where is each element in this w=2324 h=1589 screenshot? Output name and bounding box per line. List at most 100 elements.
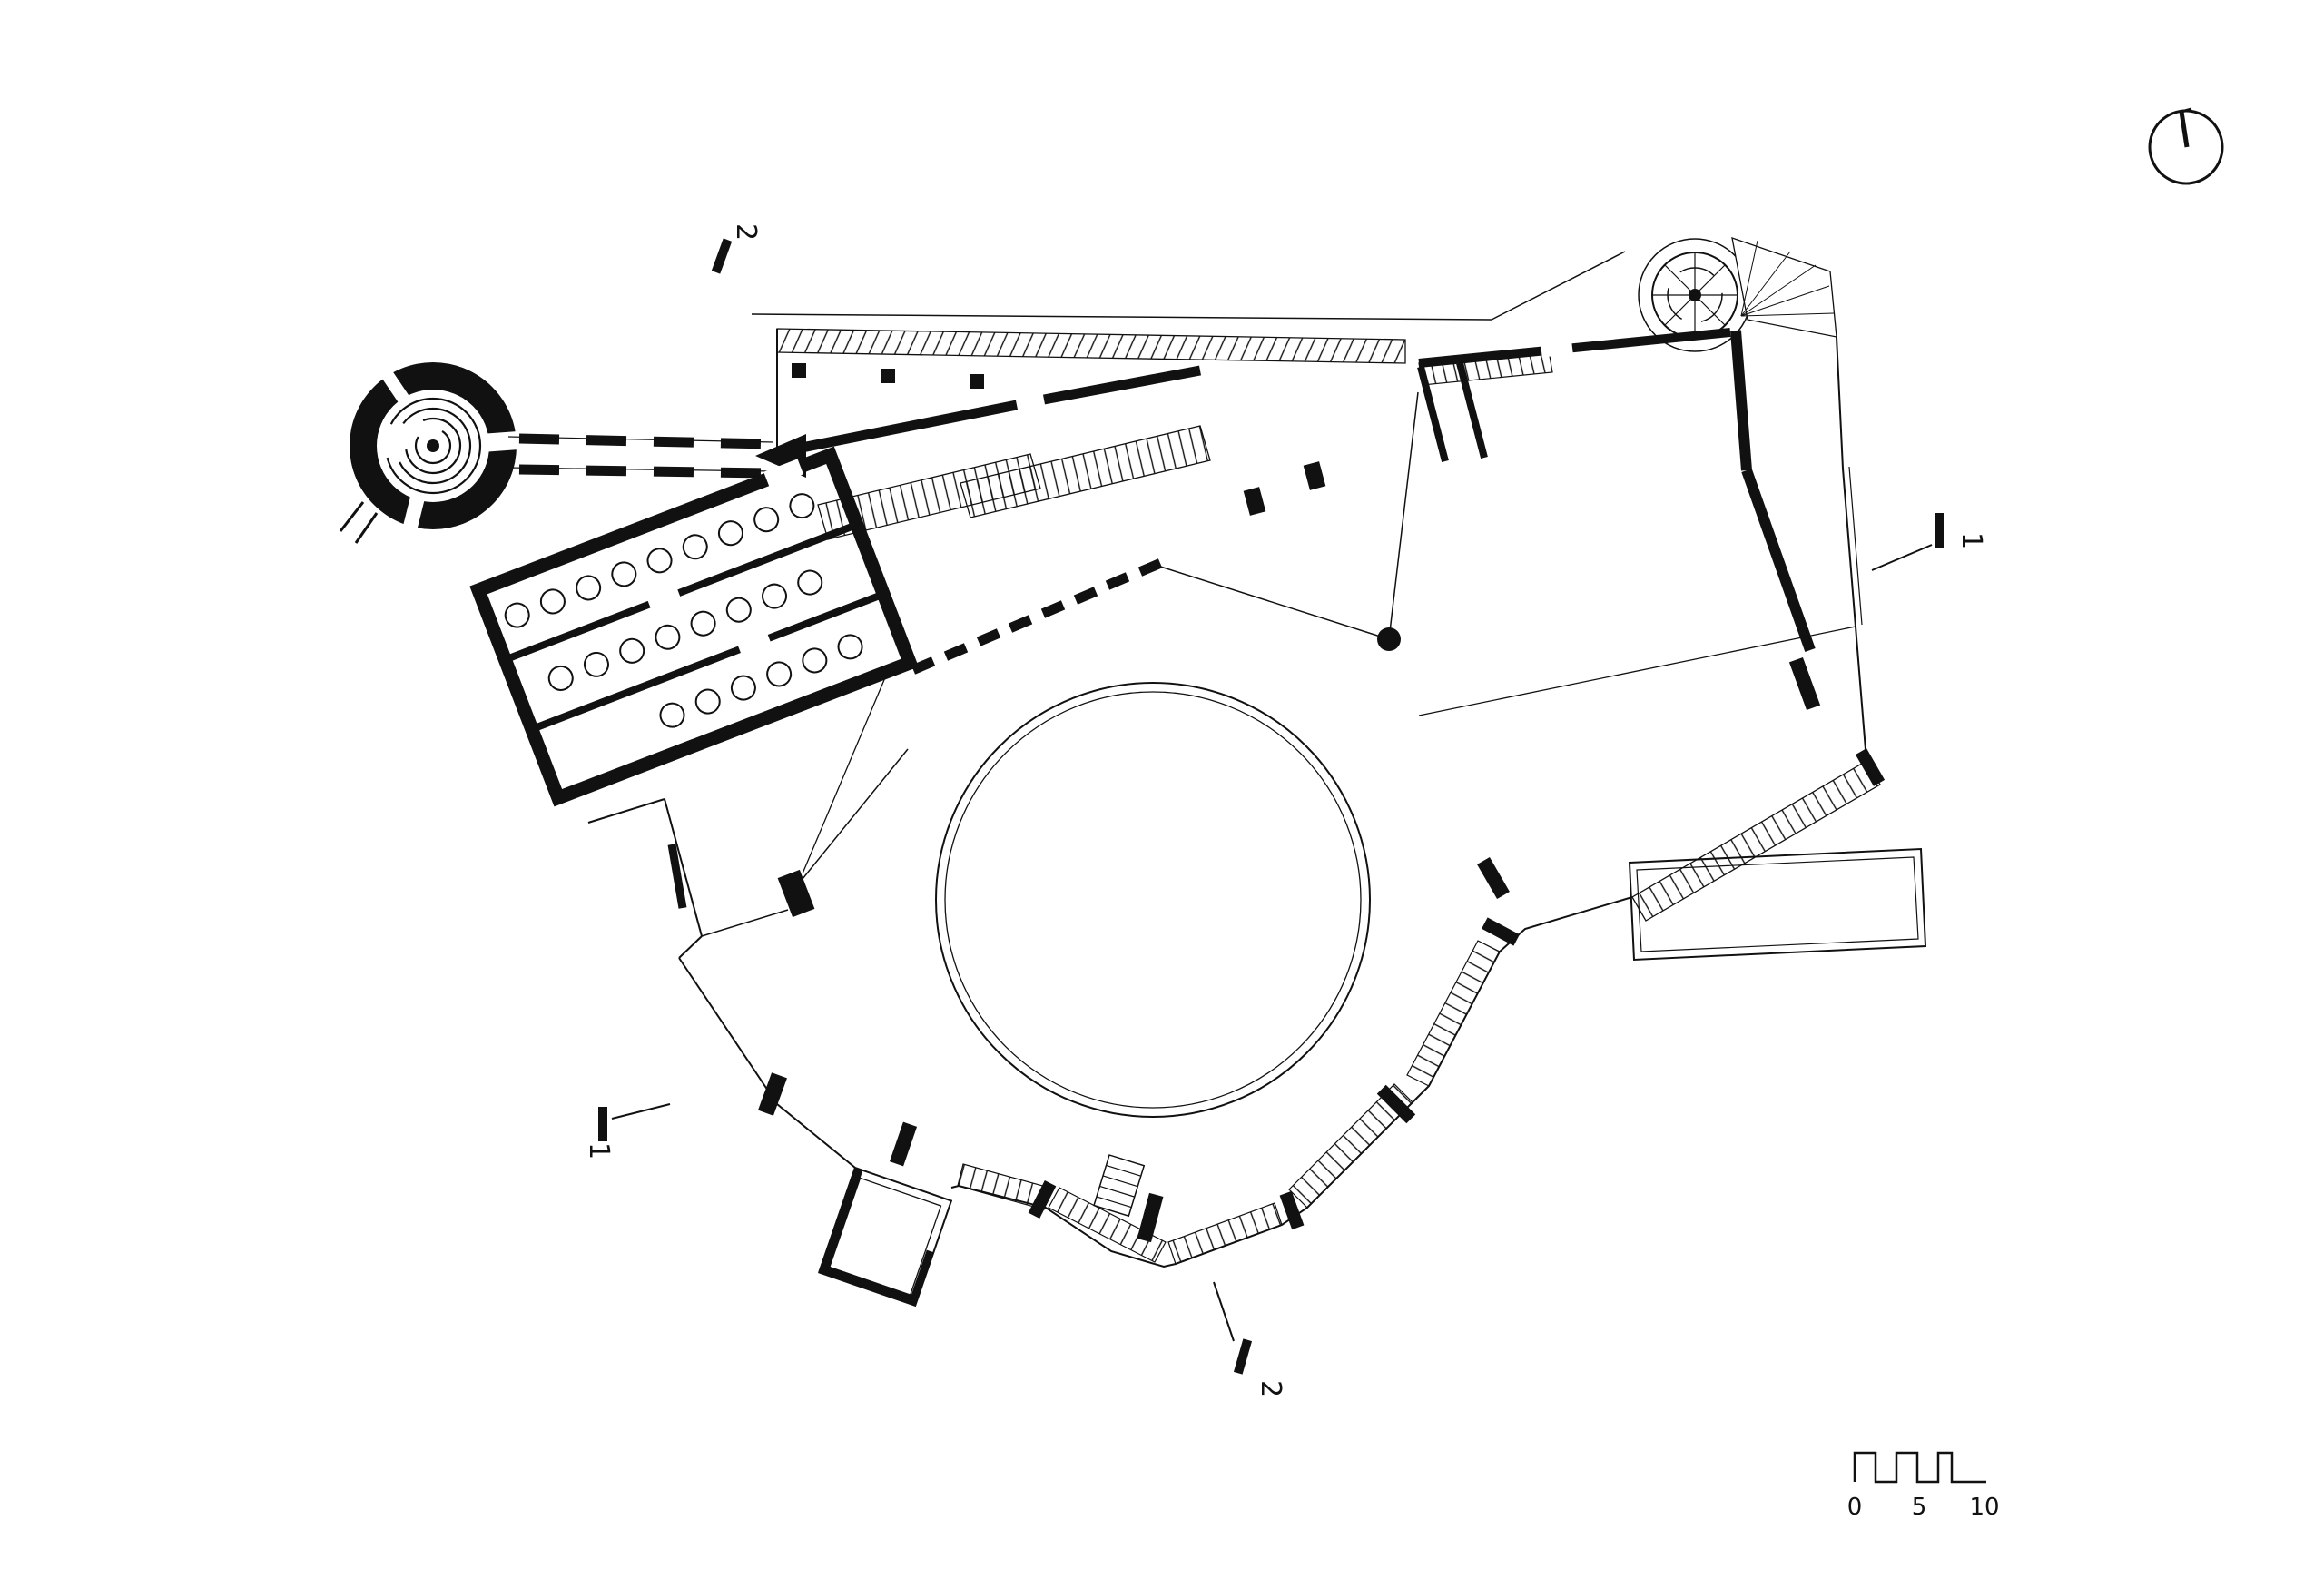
column (837, 634, 863, 660)
link-corridor (507, 433, 806, 479)
north-ramp (751, 313, 1553, 454)
west-boundary (678, 935, 703, 959)
drum-ring-wall (350, 362, 517, 529)
stair-tread-line (1740, 251, 1791, 317)
corridor-wall-dashed (518, 464, 771, 479)
column (611, 561, 637, 587)
column (659, 702, 685, 728)
entry-drum (339, 360, 532, 544)
section-marker-top: 2 (711, 223, 762, 274)
wall-pier (1028, 1180, 1057, 1219)
scale-label-0: 0 (1847, 1494, 1863, 1521)
column (970, 374, 984, 389)
facade-line-inner (1848, 466, 1863, 626)
hall-column-row-3 (659, 634, 863, 728)
scale-label-10: 10 (1969, 1494, 1999, 1521)
stair-flight-band (1631, 760, 1881, 922)
spiral-stair (1651, 252, 1738, 339)
interior-boundary (701, 909, 789, 937)
column (619, 637, 645, 664)
section-label: 1 (583, 1142, 615, 1160)
facade-line (1836, 336, 1844, 469)
wall-pier (1477, 856, 1510, 900)
hall-door-gap (763, 459, 803, 488)
wall-pier (1303, 461, 1326, 490)
north-needle-tick (2181, 107, 2192, 114)
section-label: 1 (1955, 532, 1987, 549)
annex-thick-wall (819, 1263, 919, 1306)
column (682, 534, 708, 560)
terrace-inner (1636, 856, 1919, 952)
central-court (935, 682, 1371, 1118)
east-diagonal-wall (1741, 469, 1816, 652)
vestibule-wall (1456, 361, 1488, 459)
east-wall (1730, 330, 1752, 471)
column (576, 575, 602, 601)
west-boundary (776, 1103, 856, 1169)
west-boundary (678, 957, 778, 1105)
column (690, 610, 716, 637)
spiral-inner-arc (1667, 267, 1723, 323)
hall-column-row-2 (547, 569, 823, 691)
step-pier (1137, 558, 1163, 577)
fan-stair (1731, 237, 1837, 338)
column (881, 369, 895, 383)
column (694, 688, 721, 715)
step-pier (976, 628, 1001, 646)
southeast-terrace (1477, 748, 1927, 962)
wall-pier (1137, 1192, 1164, 1243)
wall-pier (1855, 748, 1886, 786)
wall-pier (777, 869, 815, 918)
column (547, 665, 574, 691)
south-edge (950, 896, 1633, 1268)
wall-pier (758, 1072, 787, 1116)
annex-thick-wall (818, 1167, 863, 1276)
roof-overhang-line (1491, 251, 1626, 321)
section-cut-bar (598, 1107, 607, 1141)
stair-tread-line (1664, 264, 1696, 296)
stair-tread-line (1740, 264, 1817, 317)
small-stair (1093, 1154, 1146, 1218)
left-wing-hall (469, 446, 919, 807)
ramp-band (1167, 1202, 1283, 1265)
wall-pier (1243, 487, 1266, 516)
court-outer-circle (935, 682, 1371, 1118)
ramp-tread-band (776, 328, 1406, 364)
wall-pier (1376, 1084, 1416, 1124)
drum-opening-south (399, 496, 425, 543)
main-diagonal-wall (786, 400, 1019, 456)
annex-room (818, 1166, 953, 1308)
column (655, 624, 681, 650)
column (802, 647, 828, 674)
section-markers: 2 1 1 2 (583, 223, 1987, 1397)
thick-wall-segment (667, 844, 687, 909)
ramp-band (1048, 1187, 1167, 1263)
column (792, 363, 806, 378)
guide-line (802, 675, 887, 874)
wall-pier (889, 1121, 918, 1167)
section-marker-right: 1 (1871, 513, 1987, 571)
column (766, 661, 793, 687)
drum-inner-arc (414, 427, 452, 465)
stair-tread-line (1740, 312, 1835, 317)
column (583, 651, 609, 677)
column (539, 588, 566, 615)
terrace-outer (1628, 847, 1927, 962)
court-inner-circle (944, 691, 1362, 1109)
door-gap (1541, 341, 1573, 358)
ramp-band (1288, 1083, 1413, 1209)
hall-outer-wall (469, 446, 919, 807)
step-pier (943, 643, 969, 661)
facade-line (1855, 626, 1867, 762)
section-cut-line (611, 1103, 671, 1120)
column (717, 520, 743, 547)
drum-stub-wall (339, 501, 365, 532)
roof-overhang-line (751, 313, 1492, 321)
section-marker-bottom: 2 (1213, 1281, 1286, 1397)
central-ramps (786, 365, 1326, 540)
column (504, 602, 530, 628)
drum-stub-wall (354, 512, 379, 544)
spiral-newel (1689, 289, 1701, 301)
north-wall (1418, 328, 1731, 368)
